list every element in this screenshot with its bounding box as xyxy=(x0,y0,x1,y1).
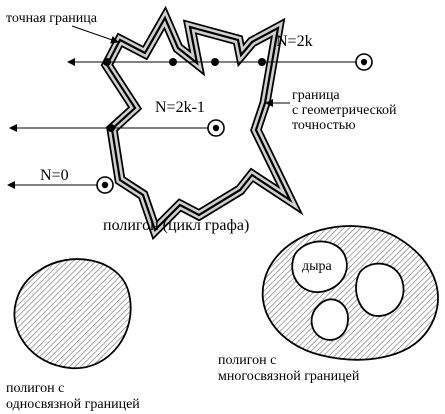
intersection-dot xyxy=(258,58,266,66)
ray-bottom xyxy=(7,176,114,194)
svg-text:полигон с: полигон с xyxy=(218,353,276,368)
label-geometric-boundary: граница с геометрической точностью xyxy=(292,88,397,133)
intersection-dot xyxy=(211,58,219,66)
svg-text:многосвязной границей: многосвязной границей xyxy=(218,369,360,384)
intersection-dot xyxy=(103,58,111,66)
svg-text:точностью: точностью xyxy=(292,118,356,133)
svg-text:с геометрической: с геометрической xyxy=(292,103,397,118)
label-n-0: N=0 xyxy=(40,167,69,184)
intersection-dot xyxy=(169,58,177,66)
hatched-outer-boundary xyxy=(261,225,439,361)
caption-simply-connected: полигон с односвязной границей xyxy=(6,381,140,412)
svg-text:граница: граница xyxy=(292,88,340,103)
label-hole: дыра xyxy=(302,259,333,274)
ray-middle xyxy=(9,119,225,137)
intersection-dot xyxy=(107,124,115,132)
pointer-exact-boundary xyxy=(71,25,119,44)
svg-text:полигон с: полигон с xyxy=(6,381,64,396)
ray-top xyxy=(67,53,373,71)
hatched-blob xyxy=(13,258,132,369)
caption-multiply-connected: полигон с многосвязной границей xyxy=(218,353,360,384)
svg-text:односвязной границей: односвязной границей xyxy=(6,397,140,412)
multiply-connected-polygon xyxy=(261,225,439,361)
label-n-2k: N=2k xyxy=(276,33,313,50)
label-exact-boundary: точная граница xyxy=(6,11,98,26)
simply-connected-polygon xyxy=(13,258,132,369)
exact-boundary-line xyxy=(105,15,293,233)
label-n-2k-minus-1: N=2k-1 xyxy=(155,99,205,116)
caption-polygon-cycle: полигон (цикл графа) xyxy=(103,217,249,234)
polygon-graph-cycle xyxy=(100,5,304,241)
